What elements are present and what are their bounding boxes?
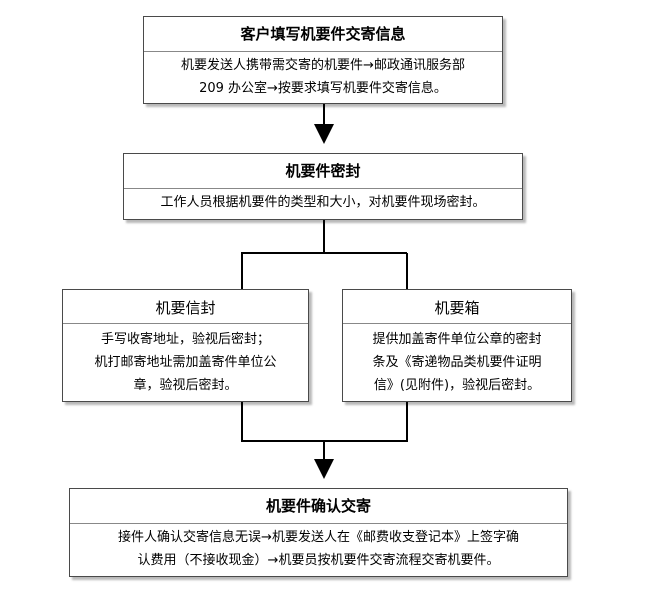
- step-fill-info-title: 客户填写机要件交寄信息: [240, 25, 406, 43]
- step-confirm-title: 机要件确认交寄: [265, 497, 371, 515]
- step-envelope-box: 机要信封 手写收寄地址，验视后密封； 机打邮寄地址需加盖寄件单位公 章，验视后密…: [62, 289, 309, 402]
- step-fill-info-line-2: 209 办公室→按要求填写机要件交寄信息。: [199, 81, 447, 96]
- step-confirm-divider: [70, 523, 567, 524]
- step-envelope-divider: [63, 323, 308, 324]
- step-confirm-box: 机要件确认交寄 接件人确认交寄信息无误→机要发送人在《邮费收支登记本》上签字确 …: [69, 488, 568, 577]
- step-box-line-1: 提供加盖寄件单位公章的密封: [372, 332, 542, 347]
- step-envelope-line-1: 手写收寄地址，验视后密封；: [100, 332, 270, 347]
- step-fill-info-text: 机要发送人携带需交寄的机要件→邮政通讯服务部 209 办公室→按要求填写机要件交…: [144, 54, 502, 100]
- step-seal-line-1: 工作人员根据机要件的类型和大小，对机要件现场密封。: [160, 195, 486, 210]
- step-seal-title: 机要件密封: [285, 162, 361, 180]
- step-box-title: 机要箱: [434, 299, 480, 317]
- step-fill-info-line-1: 机要发送人携带需交寄的机要件→邮政通讯服务部: [181, 58, 465, 73]
- step-seal-text: 工作人员根据机要件的类型和大小，对机要件现场密封。: [124, 191, 522, 214]
- step-box-text: 提供加盖寄件单位公章的密封 条及《寄递物品类机要件证明 信》(见附件)，验视后密…: [343, 328, 571, 397]
- step-envelope-text: 手写收寄地址，验视后密封； 机打邮寄地址需加盖寄件单位公 章，验视后密封。: [63, 328, 308, 397]
- step-box-divider: [343, 323, 571, 324]
- split-connector: [241, 220, 325, 289]
- step-box-box: 机要箱 提供加盖寄件单位公章的密封 条及《寄递物品类机要件证明 信》(见附件)，…: [342, 289, 572, 402]
- step-envelope-title: 机要信封: [155, 299, 216, 317]
- step-fill-info-box: 客户填写机要件交寄信息 机要发送人携带需交寄的机要件→邮政通讯服务部 209 办…: [143, 16, 503, 104]
- step-confirm-line-2: 认费用（不接收现金）→机要员按机要件交寄流程交寄机要件。: [137, 553, 500, 568]
- step-box-line-3: 信》(见附件)，验视后密封。: [373, 378, 541, 393]
- step-seal-divider: [124, 188, 522, 189]
- step-envelope-line-3: 章，验视后密封。: [133, 378, 238, 393]
- step-box-line-2: 条及《寄递物品类机要件证明: [372, 355, 542, 370]
- step-envelope-line-2: 机打邮寄地址需加盖寄件单位公: [94, 355, 277, 370]
- step-fill-info-divider: [144, 51, 502, 52]
- merge-connector: [241, 402, 408, 442]
- step-confirm-line-1: 接件人确认交寄信息无误→机要发送人在《邮费收支登记本》上签字确: [118, 530, 519, 545]
- step-confirm-text: 接件人确认交寄信息无误→机要发送人在《邮费收支登记本》上签字确 认费用（不接收现…: [70, 526, 567, 572]
- step-seal-box: 机要件密封 工作人员根据机要件的类型和大小，对机要件现场密封。: [123, 153, 523, 220]
